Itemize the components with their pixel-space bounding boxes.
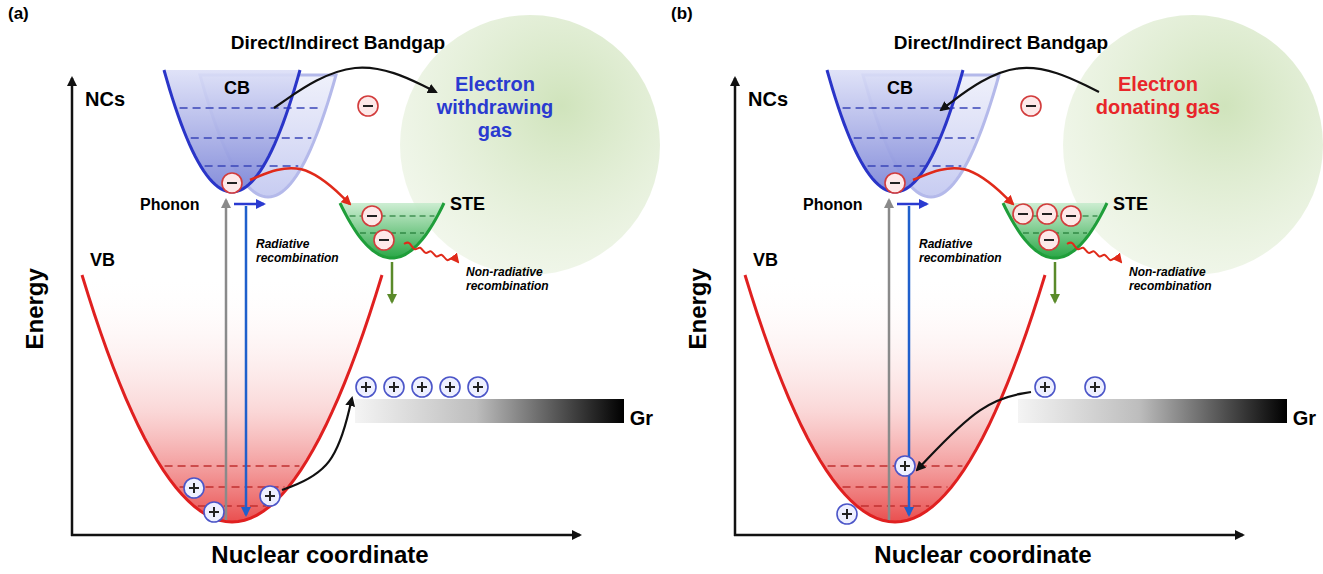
hole-symbol <box>412 377 432 397</box>
band-label: VB <box>753 250 778 271</box>
graphene-bar <box>355 399 624 423</box>
electron-symbol <box>222 173 242 193</box>
ste-label: STE <box>450 194 485 215</box>
phonon-arrow <box>897 203 927 206</box>
gas-region: Electron donating gas <box>1063 15 1323 275</box>
radiative-arrow <box>908 206 911 515</box>
vb-level <box>828 465 963 466</box>
vb-level <box>198 505 266 506</box>
hole-symbol <box>440 377 460 397</box>
gas-circle <box>1063 15 1323 275</box>
valence-band-curve <box>745 275 1045 522</box>
cb-level <box>854 137 975 138</box>
valence-band-fill <box>745 275 1045 522</box>
valence-band-fill <box>82 275 382 522</box>
trapping-arrow <box>250 168 350 204</box>
hole-symbol <box>1035 377 1055 397</box>
vb-level <box>165 465 300 466</box>
cb-level <box>868 165 962 166</box>
ste-level <box>360 232 424 233</box>
vb-level <box>843 486 948 487</box>
band-label: CB <box>224 78 250 99</box>
graphene-bar <box>1018 399 1287 423</box>
cb-level <box>843 107 986 108</box>
panel-letter: (b) <box>671 4 693 24</box>
process-note: Radiative recombination <box>256 238 352 266</box>
electron-symbol <box>885 173 905 193</box>
process-note: Non-radiative recombination <box>466 266 566 294</box>
process-note: Non-radiative recombination <box>1129 266 1229 294</box>
process-note: Radiative recombination <box>919 238 1015 266</box>
ste-emission-arrow <box>391 262 394 302</box>
electron-symbol <box>362 206 382 226</box>
electron-symbol <box>374 230 394 250</box>
electron-symbol <box>1039 230 1059 250</box>
coordinate-axis <box>71 534 580 537</box>
hole-symbol <box>384 377 404 397</box>
hole-symbol <box>356 377 376 397</box>
axis-title: Energy <box>21 264 49 354</box>
shifted-conduction-band <box>863 75 999 197</box>
graphene-layer: Gr <box>1018 396 1318 426</box>
conduction-band-curve <box>164 70 300 192</box>
excitation-arrow <box>888 200 891 520</box>
axis-title: Energy <box>684 264 712 354</box>
graphene-layer: Gr <box>355 396 655 426</box>
conduction-band <box>164 70 300 192</box>
material-label: NCs <box>85 88 125 111</box>
ste-label: STE <box>1113 194 1148 215</box>
panel-heading: Direct/Indirect Bandgap <box>861 32 1141 54</box>
axis-title: Nuclear coordinate <box>170 541 470 569</box>
hole-symbol <box>204 502 224 522</box>
panel-heading: Direct/Indirect Bandgap <box>198 32 478 54</box>
coordinate-axis <box>734 534 1243 537</box>
graphene-label: Gr <box>630 407 653 430</box>
gas-circle <box>400 15 660 275</box>
vb-level <box>861 505 929 506</box>
gas-region: Electron withdrawing gas <box>400 15 660 275</box>
axis-title: Nuclear coordinate <box>833 541 1133 569</box>
energy-axis <box>71 78 74 536</box>
hole-symbol <box>895 456 915 476</box>
conduction-band-curve <box>827 70 963 192</box>
electron-symbol <box>1061 206 1081 226</box>
cb-level <box>205 165 299 166</box>
band-label: VB <box>90 250 115 271</box>
panel-letter: (a) <box>8 4 29 24</box>
electron-symbol <box>1021 96 1041 116</box>
radiative-arrow <box>245 206 248 515</box>
cb-level <box>191 137 312 138</box>
graphene-label: Gr <box>1293 407 1316 430</box>
hole-symbol <box>1085 377 1105 397</box>
conduction-band <box>827 70 963 192</box>
electron-symbol <box>1013 204 1033 224</box>
valence-band-curve <box>82 275 382 522</box>
hole-transfer-arrow <box>282 398 352 490</box>
hole-symbol <box>184 478 204 498</box>
phonon-label: Phonon <box>140 196 200 214</box>
hole-transfer-arrow <box>917 392 1031 470</box>
phonon-arrow <box>234 203 264 206</box>
shifted-conduction-band <box>200 75 336 197</box>
ste-emission-arrow <box>1054 262 1057 302</box>
vb-level <box>180 486 285 487</box>
cb-level <box>180 107 323 108</box>
electron-symbol <box>1037 204 1057 224</box>
band-label: CB <box>887 78 913 99</box>
hole-symbol <box>468 377 488 397</box>
hole-symbol <box>837 504 857 524</box>
energy-axis <box>734 78 737 536</box>
gas-label: Electron donating gas <box>1093 15 1223 119</box>
hole-symbol <box>260 486 280 506</box>
gas-label: Electron withdrawing gas <box>430 15 560 142</box>
trapping-arrow <box>913 168 1013 204</box>
ste-level <box>1023 232 1087 233</box>
phonon-label: Phonon <box>803 196 863 214</box>
electron-symbol <box>358 96 378 116</box>
material-label: NCs <box>748 88 788 111</box>
excitation-arrow <box>225 200 228 520</box>
